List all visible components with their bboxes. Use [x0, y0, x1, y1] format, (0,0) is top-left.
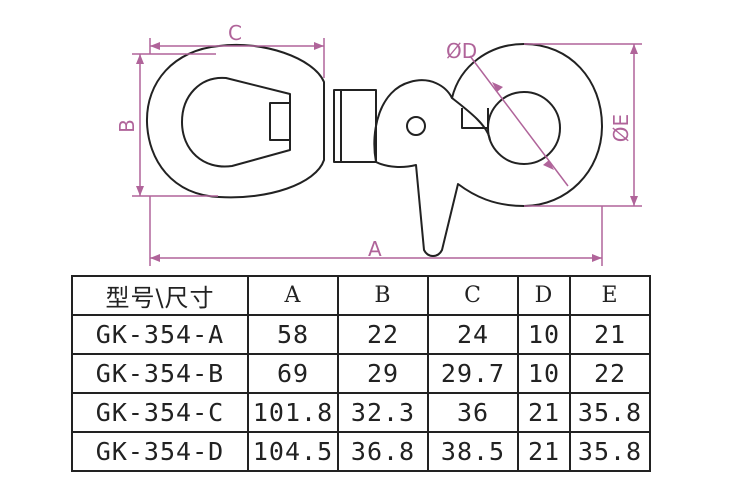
dim-d-label: ØD	[446, 39, 477, 63]
header-c: C	[427, 275, 519, 316]
swivel-eye-notch	[269, 102, 291, 141]
cell-a: 58	[247, 314, 339, 355]
dim-e-label: ØE	[609, 114, 633, 142]
header-b: B	[337, 275, 429, 316]
table-header-row: 型号\尺寸 A B C D E	[71, 275, 651, 316]
table-row: GK-354-A 58 22 24 10 21	[71, 314, 651, 355]
cell-model: GK-354-D	[71, 431, 249, 472]
cell-c: 38.5	[427, 431, 519, 472]
cell-d: 10	[517, 353, 571, 394]
cell-e: 35.8	[569, 431, 651, 472]
header-model-size: 型号\尺寸	[71, 275, 249, 316]
cell-d: 21	[517, 431, 571, 472]
hook-opening	[487, 91, 561, 165]
cell-d: 10	[517, 314, 571, 355]
table-row: GK-354-B 69 29 29.7 10 22	[71, 353, 651, 394]
hook-throat	[451, 97, 491, 141]
swivel-eye-inner	[181, 76, 291, 168]
cell-a: 104.5	[247, 431, 339, 472]
snap-hook-drawing: C B ØD ØE A	[115, 21, 642, 266]
cell-b: 36.8	[337, 431, 429, 472]
cell-b: 32.3	[337, 392, 429, 433]
cell-a: 69	[247, 353, 339, 394]
cell-c: 29.7	[427, 353, 519, 394]
cell-d: 21	[517, 392, 571, 433]
dim-c-label: C	[228, 21, 242, 45]
cell-e: 35.8	[569, 392, 651, 433]
cell-c: 36	[427, 392, 519, 433]
header-e: E	[569, 275, 651, 316]
hook-gate	[461, 108, 489, 129]
cell-model: GK-354-A	[71, 314, 249, 355]
cell-b: 22	[337, 314, 429, 355]
cell-c: 24	[427, 314, 519, 355]
cell-e: 21	[569, 314, 651, 355]
swivel-eye-outer	[145, 43, 325, 199]
cell-model: GK-354-B	[71, 353, 249, 394]
cell-b: 29	[337, 353, 429, 394]
dim-d-line	[469, 55, 569, 187]
header-d: D	[517, 275, 571, 316]
spec-table: 型号\尺寸 A B C D E GK-354-A 58 22 24 10 21 …	[71, 275, 651, 472]
cell-e: 22	[569, 353, 651, 394]
table-row: GK-354-D 104.5 36.8 38.5 21 35.8	[71, 431, 651, 472]
dim-b-label: B	[115, 119, 139, 133]
cell-a: 101.8	[247, 392, 339, 433]
pivot-pin	[406, 116, 426, 136]
hook-body-outer	[373, 43, 603, 257]
table-row: GK-354-C 101.8 32.3 36 21 35.8	[71, 392, 651, 433]
header-a: A	[247, 275, 339, 316]
cell-model: GK-354-C	[71, 392, 249, 433]
dim-a-label: A	[368, 237, 382, 261]
